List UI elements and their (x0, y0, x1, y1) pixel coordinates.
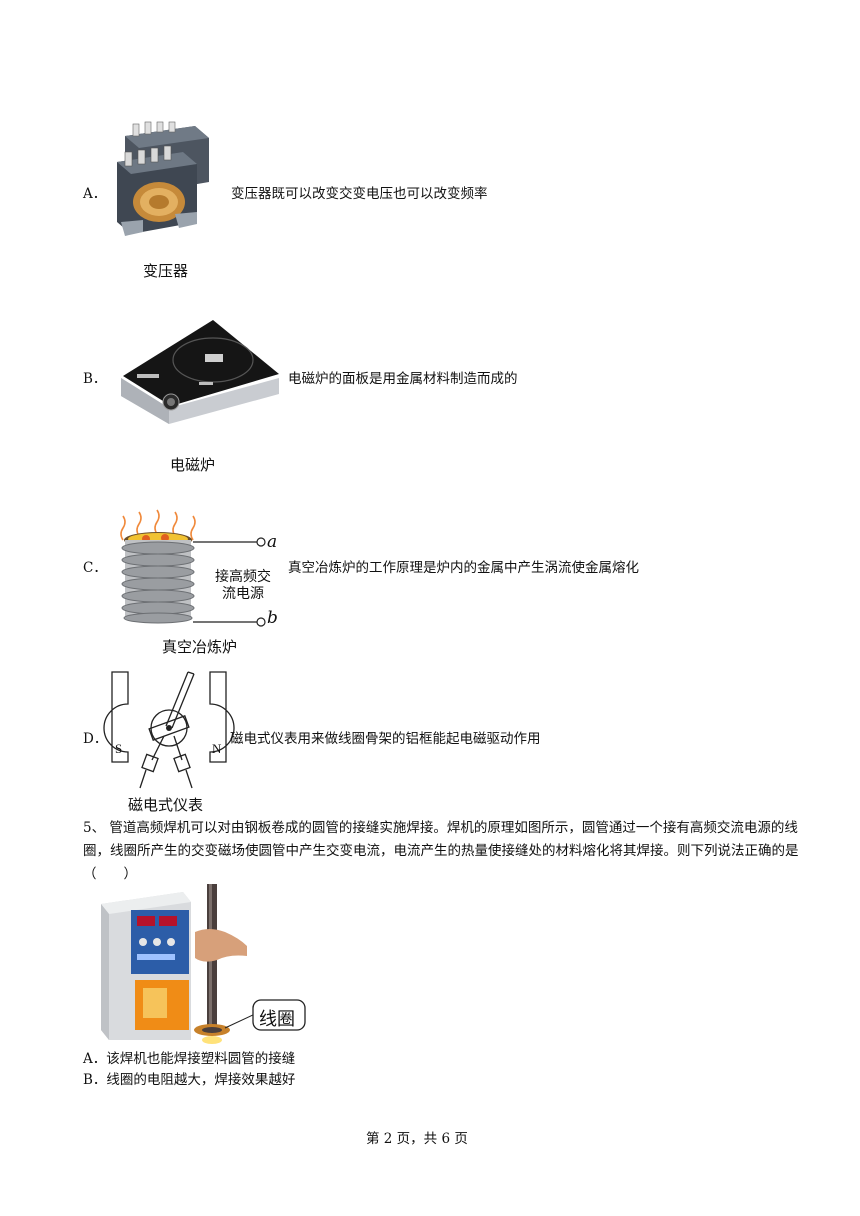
pipe-welder-photo (95, 884, 310, 1044)
induction-cooker-image (117, 316, 282, 424)
option-a-letter: A． (83, 186, 107, 202)
terminal-a-label: a (267, 532, 278, 552)
power-label-line1: 接高频交 (215, 569, 271, 585)
option-b-caption: 电磁炉 (170, 456, 216, 474)
option-d-statement: 磁电式仪表用来做线圈骨架的铝框能起电磁驱动作用 (230, 731, 541, 747)
question-5-stem: 5、 管道高频焊机可以对由钢板卷成的圆管的接缝实施焊接。焊机的原理如图所示，圆管… (83, 820, 799, 882)
page-footer: 第 2 页，共 6 页 (366, 1131, 468, 1147)
option-a-statement: 变压器既可以改变交变电压也可以改变频率 (231, 186, 488, 202)
option-a-caption: 变压器 (143, 262, 189, 280)
option-b-letter: B． (83, 371, 107, 387)
coil-label: 线圈 (259, 1009, 295, 1030)
option-c-caption: 真空冶炼炉 (162, 638, 238, 656)
power-label-line2: 流电源 (222, 586, 264, 602)
pole-n-label: N (212, 741, 222, 756)
q5-option-b: B．线圈的电阻越大，焊接效果越好 (83, 1072, 296, 1088)
terminal-b-label: b (267, 608, 278, 628)
option-d-caption: 磁电式仪表 (128, 796, 204, 814)
pole-s-label: S (115, 741, 123, 756)
option-d-letter: D． (83, 731, 108, 747)
option-c-letter: C． (83, 560, 107, 576)
transformer-image (113, 121, 223, 246)
option-b-statement: 电磁炉的面板是用金属材料制造而成的 (288, 371, 518, 387)
galvanometer-diagram (103, 664, 235, 790)
vacuum-furnace-diagram (113, 509, 283, 630)
option-c-statement: 真空冶炼炉的工作原理是炉内的金属中产生涡流使金属熔化 (288, 560, 639, 576)
q5-option-a: A．该焊机也能焊接塑料圆管的接缝 (83, 1051, 296, 1067)
